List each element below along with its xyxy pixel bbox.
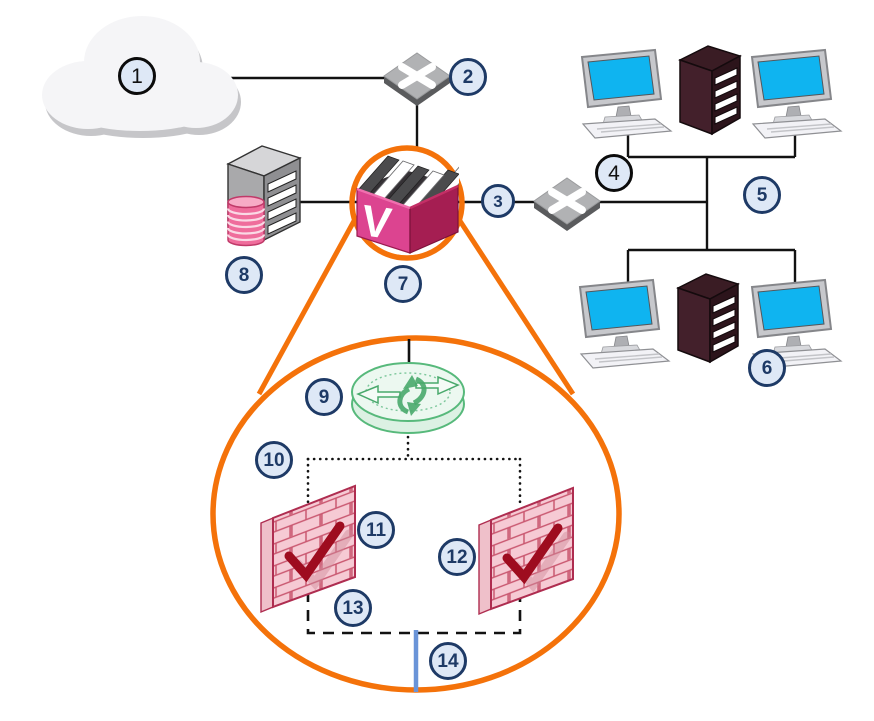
callout-badge-1: 1 [118,57,156,95]
workstation-upper-right-icon [751,49,842,139]
wan-switch-icon [383,52,451,106]
virtual-router-icon [351,362,465,434]
callout-badge-14: 14 [429,642,467,680]
callout-badge-13: 13 [334,589,372,627]
callout-badge-3: 3 [481,184,515,218]
dotted-links [306,435,522,508]
callout-badge-5: 5 [743,176,781,214]
database-server-icon [226,145,302,247]
callout-badge-9: 9 [305,378,343,416]
lan-switch-icon [533,177,601,231]
magnifier-small-circle [349,145,465,261]
callout-badge-4: 4 [595,154,633,192]
magnifier-flares [256,219,576,396]
callout-badge-7: 7 [384,265,422,303]
appliance-box-icon: V [356,155,459,254]
database-cylinder-icon [226,195,266,247]
callout-badge-11: 11 [357,511,395,549]
callout-badge-2: 2 [449,58,487,96]
server-tower-lower-icon [677,273,739,363]
callout-badge-8: 8 [225,256,263,294]
callout-badge-6: 6 [748,349,786,387]
server-tower-upper-icon [679,45,741,135]
workstation-upper-left-icon [581,49,672,139]
workstation-lower-left-icon [579,279,670,369]
callout-badge-10: 10 [255,441,293,479]
firewall-right-icon [479,488,573,614]
callout-badge-12: 12 [438,538,476,576]
